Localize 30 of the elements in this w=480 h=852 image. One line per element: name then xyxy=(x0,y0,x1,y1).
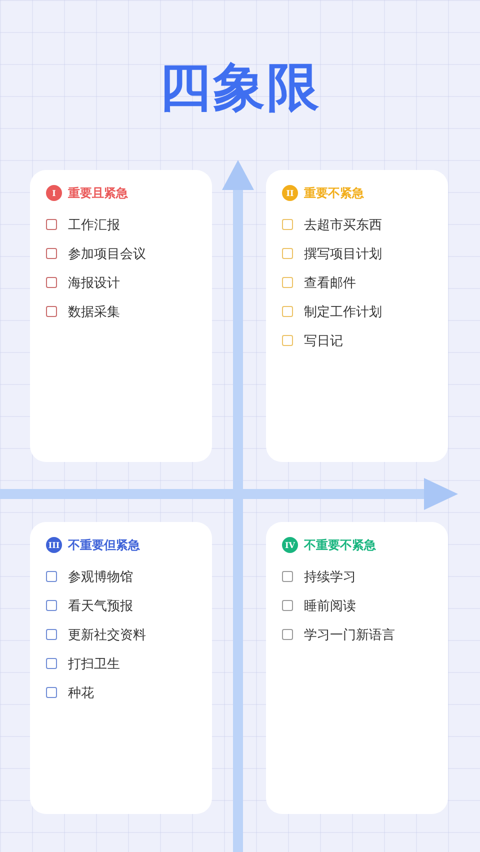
task-text: 去超市买东西 xyxy=(304,216,382,234)
quadrant-card xyxy=(30,170,212,462)
numeral-badge: IV xyxy=(282,537,298,553)
task-text: 打扫卫生 xyxy=(68,656,120,672)
task-text: 数据采集 xyxy=(68,304,120,320)
task-text: 学习一门新语言 xyxy=(304,626,395,644)
task-text: 撰写项目计划 xyxy=(304,246,382,262)
task-text: 参观博物馆 xyxy=(68,568,133,586)
task-text: 看天气预报 xyxy=(68,598,133,614)
numeral-badge: I xyxy=(46,185,62,201)
quadrant-card xyxy=(266,522,448,814)
numeral-badge: III xyxy=(46,537,62,553)
quadrant-heading: 重要不紧急 xyxy=(304,184,364,202)
task-text: 种花 xyxy=(68,684,94,702)
quadrant-card xyxy=(266,170,448,462)
task-text: 持续学习 xyxy=(304,568,356,586)
title: 四象限 xyxy=(159,58,321,118)
quadrant-heading: 不重要但紧急 xyxy=(68,536,140,554)
task-text: 睡前阅读 xyxy=(304,598,356,614)
numeral-badge: II xyxy=(282,185,298,201)
task-text: 写日记 xyxy=(304,332,343,350)
task-text: 工作汇报 xyxy=(68,216,120,234)
task-text: 制定工作计划 xyxy=(304,304,382,320)
task-text: 更新社交资料 xyxy=(68,626,146,644)
task-text: 查看邮件 xyxy=(304,274,356,292)
quadrant-heading: 不重要不紧急 xyxy=(304,536,376,554)
quadrant-card xyxy=(30,522,212,814)
quadrant-heading: 重要且紧急 xyxy=(68,184,128,202)
task-text: 海报设计 xyxy=(68,274,120,292)
task-text: 参加项目会议 xyxy=(68,246,146,262)
